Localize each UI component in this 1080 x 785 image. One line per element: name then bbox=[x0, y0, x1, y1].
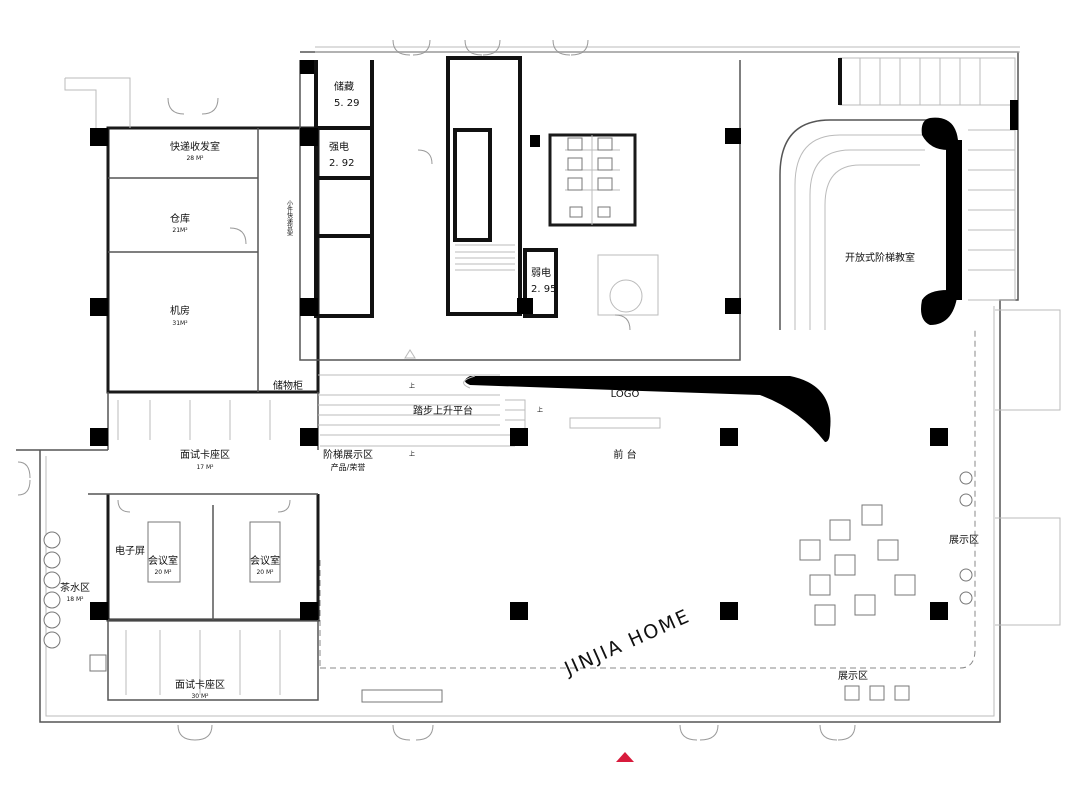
column bbox=[930, 428, 948, 446]
column bbox=[930, 602, 948, 620]
column bbox=[90, 128, 108, 146]
column bbox=[725, 298, 741, 314]
up-marker: 上 bbox=[409, 382, 415, 390]
meeting-1-label: 会议室 bbox=[148, 554, 178, 567]
columns bbox=[90, 60, 948, 620]
logo-label: LOGO bbox=[611, 389, 640, 400]
column bbox=[720, 428, 738, 446]
tea-label: 茶水区 bbox=[60, 581, 90, 594]
service-core bbox=[314, 56, 659, 318]
reception-band bbox=[318, 374, 831, 447]
meeting-1-area: 20 M² bbox=[154, 569, 172, 576]
column bbox=[90, 428, 108, 446]
interview-bottom-label: 面试卡座区 bbox=[175, 678, 225, 691]
column bbox=[725, 128, 741, 144]
column bbox=[300, 60, 314, 74]
interview-top-area: 17 M² bbox=[196, 464, 214, 471]
reception-label: 前 台 bbox=[613, 448, 636, 461]
room-area-storage: 5. 29 bbox=[334, 98, 359, 109]
room-label-express: 快递收发室 bbox=[170, 140, 220, 153]
column bbox=[90, 602, 108, 620]
locker-label: 储物柜 bbox=[273, 379, 303, 392]
room-area-server: 31M² bbox=[172, 320, 188, 327]
interview-bottom-area: 30 M² bbox=[191, 693, 209, 700]
up-marker: 上 bbox=[409, 450, 415, 458]
column bbox=[517, 298, 533, 314]
column bbox=[510, 428, 528, 446]
room-label-warehouse: 仓库 bbox=[170, 212, 190, 225]
column bbox=[300, 428, 318, 446]
step-platform-label: 踏步上升平台 bbox=[413, 404, 473, 417]
room-label-weak-elec: 弱电 bbox=[531, 266, 551, 279]
tea-area: 18 M² bbox=[66, 596, 84, 603]
doors bbox=[17, 39, 856, 741]
column bbox=[510, 602, 528, 620]
room-area-weak-elec: 2. 95 bbox=[531, 284, 556, 295]
column bbox=[90, 298, 108, 316]
column bbox=[300, 602, 318, 620]
entrance-marker bbox=[616, 752, 634, 762]
room-area-warehouse: 21M² bbox=[172, 227, 188, 234]
room-area-strong-elec: 2. 92 bbox=[329, 158, 354, 169]
room-area-express: 28 M² bbox=[186, 155, 204, 162]
meeting-2-area: 20 M² bbox=[256, 569, 274, 576]
room-label-server: 机房 bbox=[170, 304, 190, 317]
lower-hall bbox=[43, 309, 1061, 703]
meeting-2-label: 会议室 bbox=[250, 554, 280, 567]
up-marker: 上 bbox=[537, 406, 543, 414]
brand-text: JINJIA HOME bbox=[560, 605, 693, 681]
room-label-storage: 储藏 bbox=[334, 80, 354, 93]
column bbox=[720, 602, 738, 620]
stair-classroom bbox=[779, 57, 1018, 330]
stair-exhibit-sub: 产品/荣誉 bbox=[331, 462, 366, 472]
column bbox=[300, 298, 318, 316]
classroom-label: 开放式阶梯教室 bbox=[845, 251, 915, 264]
interview-top-label: 面试卡座区 bbox=[180, 448, 230, 461]
parcel-shelf-label: 小件快递货架 bbox=[286, 199, 293, 237]
stair-exhibit-label: 阶梯展示区 bbox=[323, 448, 373, 461]
exhibit-right-label: 展示区 bbox=[949, 534, 979, 546]
exhibit-bottom-label: 展示区 bbox=[838, 670, 868, 682]
column bbox=[530, 135, 540, 147]
screen-label: 电子屏 bbox=[115, 544, 145, 557]
column bbox=[300, 128, 318, 146]
room-label-strong-elec: 强电 bbox=[329, 140, 349, 153]
